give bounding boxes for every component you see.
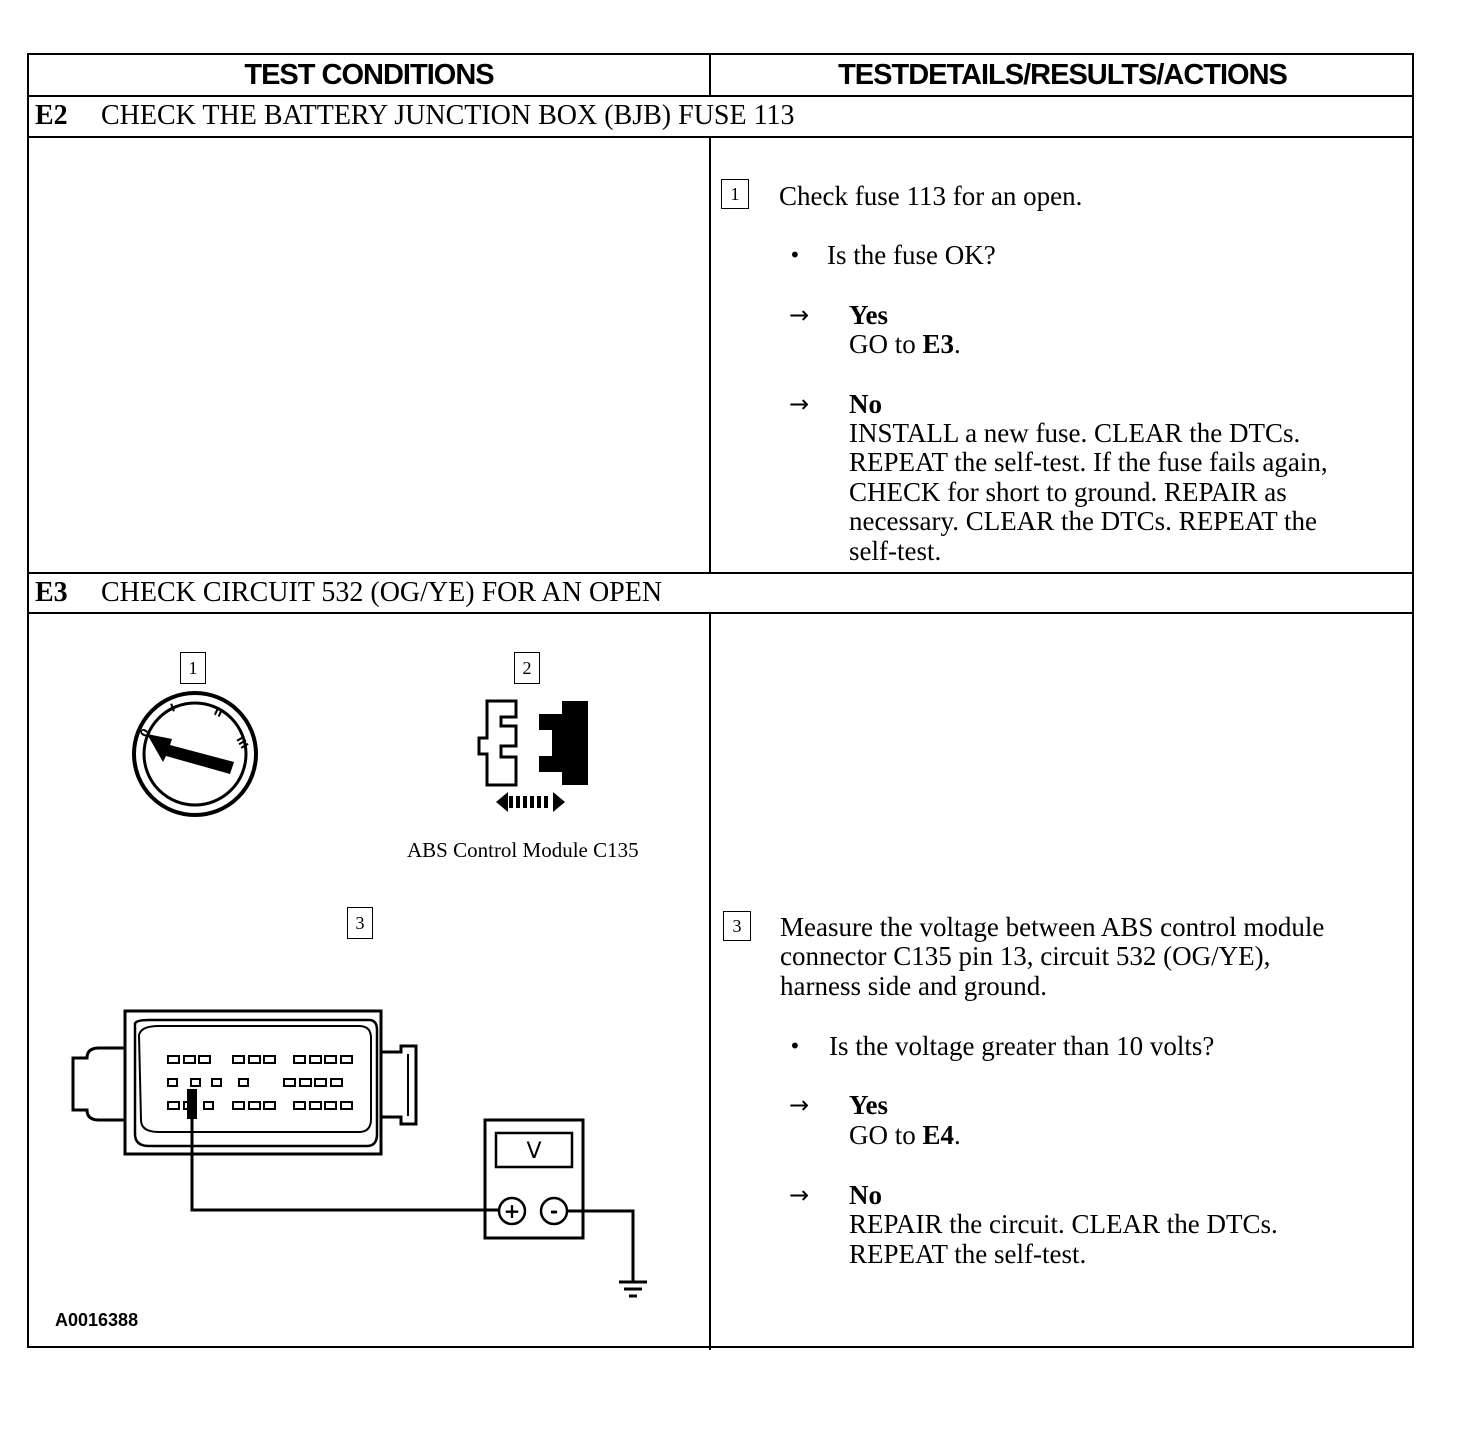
ground-lead-wire	[567, 1209, 635, 1282]
header-test-details: TESTDETAILS/RESULTS/ACTIONS	[838, 59, 1288, 91]
e3-id: E3	[35, 577, 68, 608]
connector-caption: ABS Control Module C135	[407, 838, 639, 862]
e3-step-number: 3	[723, 911, 751, 941]
header-test-conditions: TEST CONDITIONS	[244, 59, 494, 91]
e3-yes-suffix: .	[954, 1120, 961, 1150]
e2-no-arrow: →	[789, 390, 810, 418]
e2-title: CHECK THE BATTERY JUNCTION BOX (BJB) FUS…	[101, 100, 795, 131]
e2-yes-action: GO to E3.	[849, 330, 961, 359]
svg-text:I: I	[169, 701, 177, 715]
e2-no-line-4: necessary. CLEAR the DTCs. REPEAT the	[849, 506, 1317, 536]
e2-yes-label: Yes	[849, 300, 888, 330]
e2-title-rule	[29, 136, 1412, 138]
e2-id: E2	[35, 100, 68, 131]
test-table: TEST CONDITIONS TESTDETAILS/RESULTS/ACTI…	[27, 53, 1414, 1350]
e3-yes-target: E4	[922, 1120, 955, 1150]
connector-disconnect-icon	[477, 699, 588, 812]
minus-terminal: -	[550, 1199, 558, 1223]
e3-yes-action: GO to E4.	[849, 1121, 961, 1150]
e3-yes-label: Yes	[849, 1090, 888, 1120]
e2-no-line-2: REPEAT the self-test. If the fuse fails …	[849, 447, 1328, 477]
e2-no-label: No	[849, 389, 882, 419]
e2-column-divider	[709, 136, 711, 572]
plus-terminal: +	[504, 1199, 521, 1223]
e2-no-line-5: self-test.	[849, 536, 942, 566]
e3-step-line-1: Measure the voltage between ABS control …	[780, 912, 1325, 942]
ignition-switch-icon: 0 I II III	[132, 691, 258, 817]
e3-no-line-2: REPEAT the self-test.	[849, 1239, 1087, 1269]
meter-label: V	[526, 1139, 541, 1164]
e3-section-title: E3 CHECK CIRCUIT 532 (OG/YE) FOR AN OPEN	[35, 573, 662, 613]
e3-diagram: 0 I II III	[71, 691, 647, 1298]
e3-column-divider	[709, 612, 711, 1350]
e2-no-line-1: INSTALL a new fuse. CLEAR the DTCs.	[849, 418, 1301, 448]
e3-step-line-2: connector C135 pin 13, circuit 532 (OG/Y…	[780, 941, 1271, 971]
callout-3: 3	[347, 907, 373, 939]
e3-yes-arrow: →	[789, 1091, 810, 1119]
e3-bullet: •	[789, 1034, 801, 1058]
test-lead-wire	[190, 1119, 499, 1212]
e2-no-line-3: CHECK for short to ground. REPAIR as	[849, 477, 1287, 507]
callout-2: 2	[514, 652, 540, 684]
e3-no-arrow: →	[789, 1181, 810, 1209]
header-divider	[709, 55, 711, 95]
e2-section-title: E2 CHECK THE BATTERY JUNCTION BOX (BJB) F…	[35, 96, 795, 136]
e3-title: CHECK CIRCUIT 532 (OG/YE) FOR AN OPEN	[101, 577, 663, 608]
e2-step-text: Check fuse 113 for an open.	[779, 181, 1083, 211]
e2-yes-arrow: →	[789, 301, 810, 329]
e2-bottom-rule	[29, 572, 1412, 574]
e3-step-line-3: harness side and ground.	[780, 971, 1047, 1001]
c135-connector-icon	[71, 1009, 418, 1156]
e2-yes-action-text: GO to	[849, 329, 923, 359]
header-rule	[29, 95, 1412, 97]
e3-question: Is the voltage greater than 10 volts?	[829, 1031, 1215, 1061]
e2-question: Is the fuse OK?	[827, 240, 996, 270]
e3-no-label: No	[849, 1180, 882, 1210]
e2-step-number: 1	[721, 179, 749, 209]
ground-symbol-icon	[619, 1280, 647, 1298]
multimeter-icon: V + -	[483, 1118, 585, 1240]
e2-yes-suffix: .	[954, 329, 961, 359]
e2-yes-target: E3	[922, 329, 955, 359]
e2-bullet: •	[789, 243, 801, 267]
e3-no-line-1: REPAIR the circuit. CLEAR the DTCs.	[849, 1209, 1278, 1239]
callout-1: 1	[180, 652, 206, 684]
svg-text:III: III	[233, 734, 250, 751]
e3-yes-action-text: GO to	[849, 1120, 923, 1150]
e3-title-rule	[29, 612, 1412, 614]
figure-id: A0016388	[55, 1310, 139, 1330]
